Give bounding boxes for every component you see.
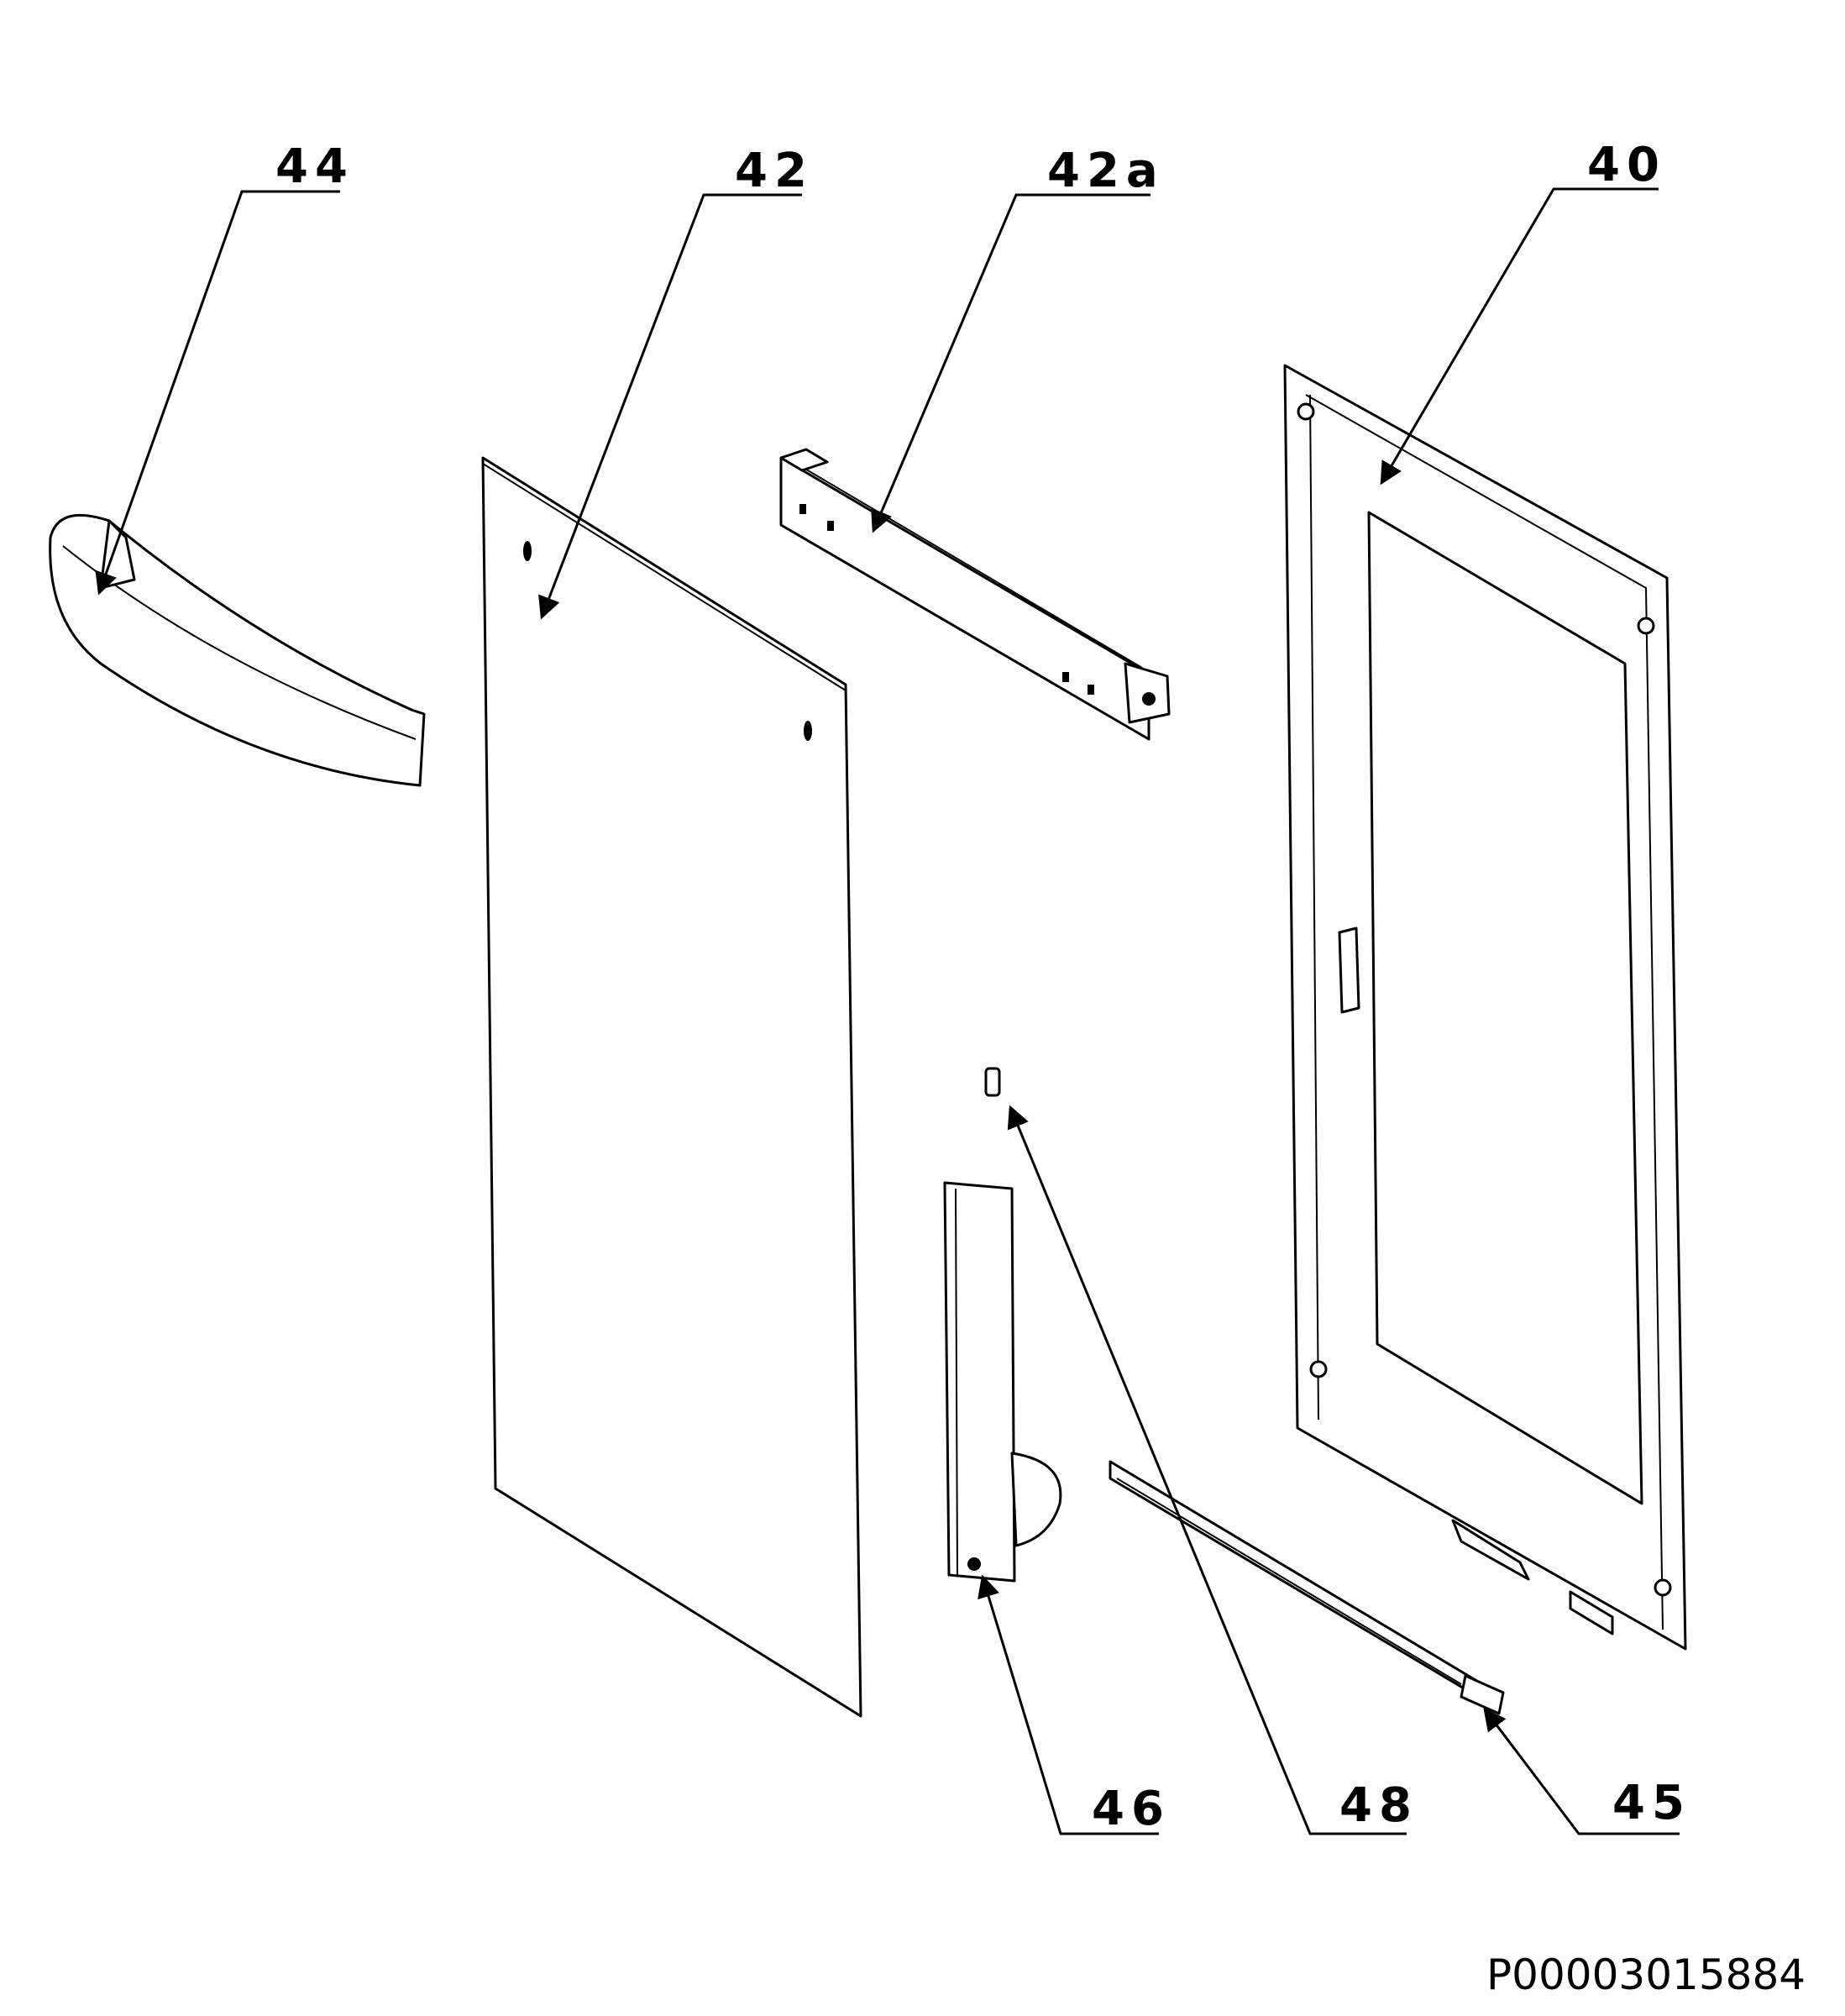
document-id: P00003015884: [1486, 1950, 1806, 1999]
part-44-handle: [49, 513, 426, 787]
leader-lines: [95, 187, 1680, 1835]
leader-45: [1483, 1707, 1680, 1835]
leader-42: [538, 193, 802, 620]
callout-40: 40: [1587, 138, 1666, 192]
callout-44: 44: [275, 139, 354, 194]
callout-42: 42: [735, 144, 814, 198]
leader-44: [95, 190, 340, 596]
callout-46: 46: [1092, 1782, 1171, 1836]
leader-48: [1007, 1105, 1407, 1835]
callout-48: 48: [1339, 1778, 1418, 1833]
part-42-glass-panel: [481, 456, 862, 1718]
leader-40: [1380, 187, 1659, 486]
leader-42a: [871, 193, 1151, 533]
leader-46: [978, 1574, 1159, 1835]
callout-45: 45: [1612, 1776, 1691, 1830]
part-48-clip: [984, 1067, 1001, 1097]
part-40-door-frame: [1283, 364, 1687, 1651]
callout-42a: 42a: [1047, 144, 1165, 198]
part-46-hinge: [943, 1181, 1062, 1583]
callout-labels: 44 42 42a 40 46 48 45: [275, 138, 1691, 1836]
